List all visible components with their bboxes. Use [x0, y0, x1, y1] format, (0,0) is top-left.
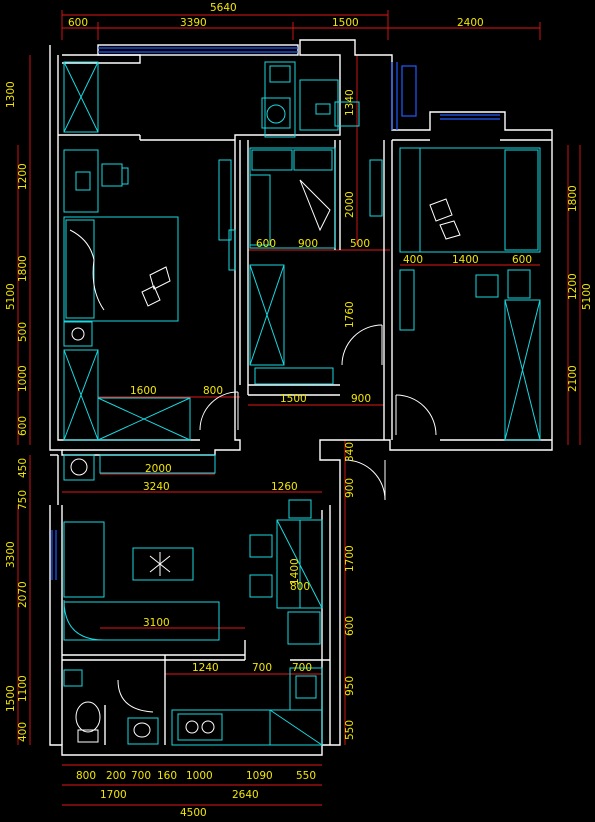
windows — [51, 47, 500, 580]
dim-living-2: 1260 — [271, 481, 298, 493]
dim-left-5: 500 — [17, 322, 29, 342]
dim-mid-row-3: 500 — [350, 238, 370, 250]
dim-left-2: 1200 — [17, 163, 29, 190]
dim-bottom-overall: 4500 — [180, 807, 207, 819]
dim-left-lower-1: 450 — [17, 458, 29, 478]
dim-left-lower-7: 400 — [17, 722, 29, 742]
dim-mid-row-1: 600 — [256, 238, 276, 250]
dim-top-2: 3390 — [180, 17, 207, 29]
dim-tv: 2000 — [145, 463, 172, 475]
dim-mid-vert-1: 1340 — [344, 89, 356, 116]
dim-right-col-1: 340 — [344, 442, 356, 462]
dim-br-2: 1400 — [452, 254, 479, 266]
dim-left-4: 1800 — [17, 255, 29, 282]
dim-bl-2: 800 — [203, 385, 223, 397]
dim-bottom-9: 2640 — [232, 789, 259, 801]
dim-right-2: 1200 — [567, 273, 579, 300]
dim-bottom-7: 550 — [296, 770, 316, 782]
dim-bottom-2: 200 — [106, 770, 126, 782]
dim-kitchen-2: 700 — [252, 662, 272, 674]
dim-bottom-8: 1700 — [100, 789, 127, 801]
dim-top-1: 600 — [68, 17, 88, 29]
dim-living-1: 3240 — [143, 481, 170, 493]
dimension-labels: 5640 600 3390 1500 2400 1300 1200 5100 1… — [5, 2, 593, 819]
furniture — [63, 61, 541, 746]
dim-sofa: 3100 — [143, 617, 170, 629]
dim-right-4: 2100 — [567, 365, 579, 392]
dim-bottom-1: 800 — [76, 770, 96, 782]
dim-bottom-4: 160 — [157, 770, 177, 782]
dim-left-6: 1000 — [17, 365, 29, 392]
dim-center-2: 900 — [351, 393, 371, 405]
dim-dining-1: 1400 — [289, 558, 301, 585]
dim-br-1: 400 — [403, 254, 423, 266]
dim-bottom-5: 1000 — [186, 770, 213, 782]
dim-top-3: 1500 — [332, 17, 359, 29]
dim-bottom-6: 1090 — [246, 770, 273, 782]
dim-right-col-5: 950 — [344, 676, 356, 696]
dim-bottom-3: 700 — [131, 770, 151, 782]
dim-top-overall: 5640 — [210, 2, 237, 14]
dim-mid-vert-2: 2000 — [344, 191, 356, 218]
dim-kitchen-3: 700 — [292, 662, 312, 674]
dim-left-lower-2: 750 — [17, 490, 29, 510]
dim-dining-2: 800 — [290, 581, 310, 593]
dim-br-3: 600 — [512, 254, 532, 266]
dim-left-7: 600 — [17, 416, 29, 436]
dim-right-3: 5100 — [581, 283, 593, 310]
dim-left-1: 1300 — [5, 81, 17, 108]
dim-kitchen-1: 1240 — [192, 662, 219, 674]
dim-right-col-3: 1700 — [344, 545, 356, 572]
dim-left-lower-3: 3300 — [5, 541, 17, 568]
dim-bl-1: 1600 — [130, 385, 157, 397]
dim-right-col-4: 600 — [344, 616, 356, 636]
dim-right-col-6: 550 — [344, 720, 356, 740]
dim-left-lower-6: 1100 — [17, 675, 29, 702]
dim-left-lower-4: 2070 — [17, 581, 29, 608]
dimension-lines — [17, 10, 581, 806]
dim-left-lower-5: 1500 — [5, 685, 17, 712]
dim-center-1: 1500 — [280, 393, 307, 405]
dim-right-col-2: 900 — [344, 478, 356, 498]
walls — [49, 39, 553, 756]
dim-mid-vert-3: 1760 — [344, 301, 356, 328]
dim-right-1: 1800 — [567, 185, 579, 212]
dim-mid-row-2: 900 — [298, 238, 318, 250]
dim-left-3: 5100 — [5, 283, 17, 310]
dim-top-4: 2400 — [457, 17, 484, 29]
